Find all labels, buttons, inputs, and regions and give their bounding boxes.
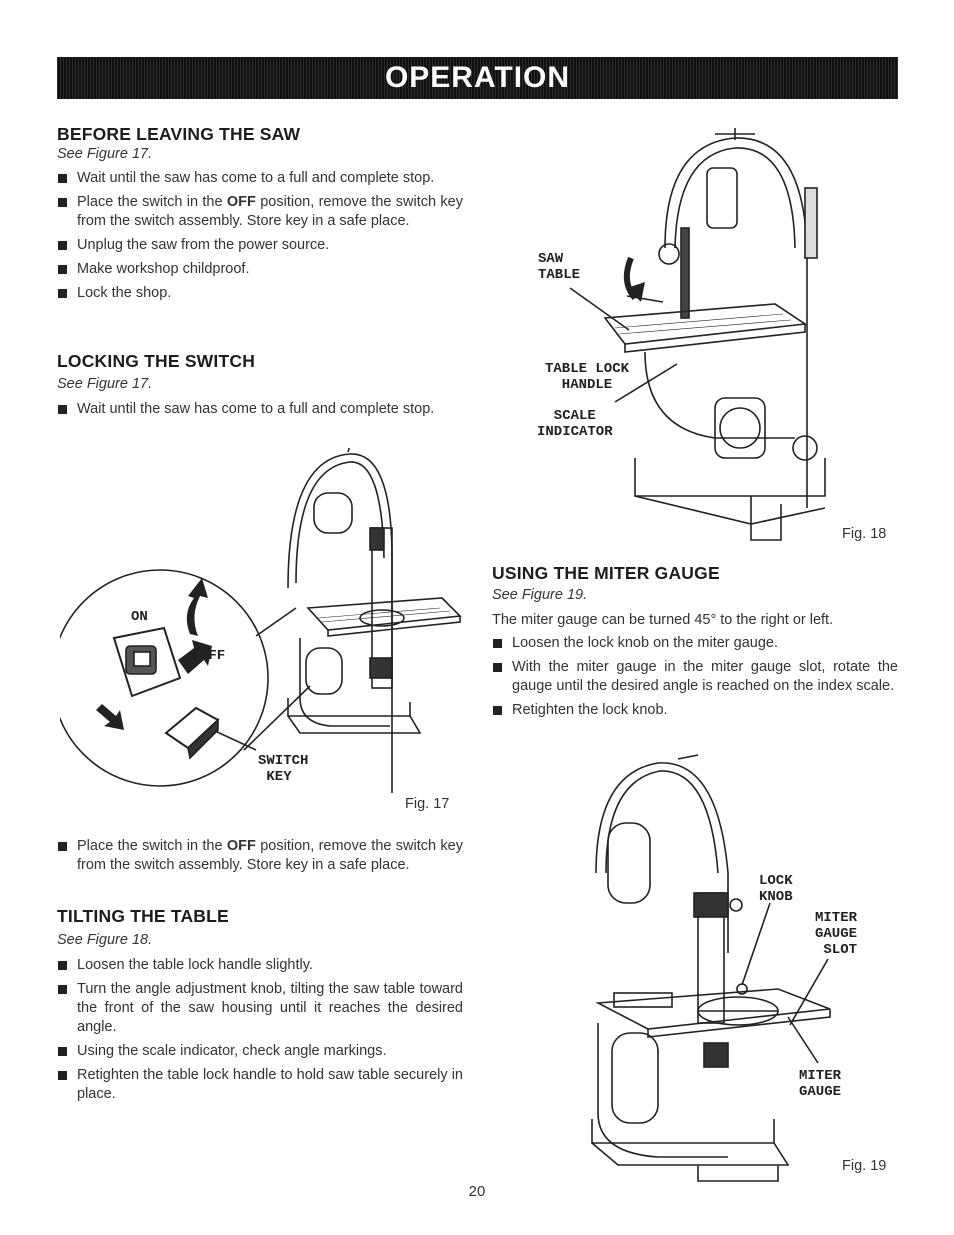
caption-fig-18: Fig. 18 bbox=[842, 526, 887, 542]
figure-17-bandsaw-switch bbox=[60, 448, 462, 793]
list-item: Place the switch in the OFF position, re… bbox=[57, 837, 463, 875]
operation-banner: OPERATION bbox=[57, 57, 898, 99]
caption-fig-17: Fig. 17 bbox=[405, 796, 450, 812]
miter-gauge-list: Loosen the lock knob on the miter gauge.… bbox=[492, 634, 898, 725]
label-on: ON bbox=[131, 609, 148, 625]
label-off: OFF bbox=[200, 648, 226, 664]
label-table-lock-handle: TABLE LOCK HANDLE bbox=[545, 361, 630, 393]
list-item: Place the switch in the OFF position, re… bbox=[57, 193, 463, 231]
list-item: Unplug the saw from the power source. bbox=[57, 236, 463, 255]
heading-before-leaving: BEFORE LEAVING THE SAW bbox=[57, 124, 301, 144]
see-figure-19: See Figure 19. bbox=[492, 587, 588, 603]
after-fig17-list: Place the switch in the OFF position, re… bbox=[57, 837, 463, 880]
label-miter-gauge: MITER GAUGE bbox=[799, 1068, 842, 1100]
miter-gauge-intro: The miter gauge can be turned 45° to the… bbox=[492, 612, 834, 628]
see-figure-17b: See Figure 17. bbox=[57, 376, 153, 392]
heading-locking-switch: LOCKING THE SWITCH bbox=[57, 351, 256, 371]
heading-tilting-table: TILTING THE TABLE bbox=[57, 906, 229, 926]
list-item: Loosen the table lock handle slightly. bbox=[57, 956, 463, 975]
see-figure-17a: See Figure 17. bbox=[57, 146, 153, 162]
list-item: Retighten the lock knob. bbox=[492, 701, 898, 720]
label-saw-table: SAW TABLE bbox=[538, 251, 581, 283]
figure-18-bandsaw-table bbox=[569, 128, 826, 541]
list-item: Loosen the lock knob on the miter gauge. bbox=[492, 634, 898, 653]
figure-19-bandsaw-miter-gauge bbox=[591, 754, 831, 1182]
list-item: Retighten the table lock handle to hold … bbox=[57, 1066, 463, 1104]
before-leaving-list: Wait until the saw has come to a full an… bbox=[57, 169, 463, 308]
list-item: Wait until the saw has come to a full an… bbox=[57, 400, 463, 419]
list-item: Using the scale indicator, check angle m… bbox=[57, 1042, 463, 1061]
label-lock-knob: LOCK KNOB bbox=[759, 873, 793, 905]
tilting-table-list: Loosen the table lock handle slightly. T… bbox=[57, 956, 463, 1109]
list-item: Make workshop childproof. bbox=[57, 260, 463, 279]
label-miter-gauge-slot: MITER GAUGE SLOT bbox=[815, 910, 858, 958]
list-item: Lock the shop. bbox=[57, 284, 463, 303]
banner-title: OPERATION bbox=[384, 61, 571, 94]
locking-switch-list: Wait until the saw has come to a full an… bbox=[57, 400, 463, 424]
heading-miter-gauge: USING THE MITER GAUGE bbox=[492, 563, 720, 583]
list-item: With the miter gauge in the miter gauge … bbox=[492, 658, 898, 696]
caption-fig-19: Fig. 19 bbox=[842, 1158, 887, 1174]
see-figure-18: See Figure 18. bbox=[57, 932, 153, 948]
page-number: 20 bbox=[468, 1183, 486, 1200]
label-scale-indicator: SCALE INDICATOR bbox=[537, 408, 613, 440]
label-switch-key: SWITCH KEY bbox=[258, 753, 309, 785]
list-item: Turn the angle adjustment knob, tilting … bbox=[57, 980, 463, 1037]
list-item: Wait until the saw has come to a full an… bbox=[57, 169, 463, 188]
